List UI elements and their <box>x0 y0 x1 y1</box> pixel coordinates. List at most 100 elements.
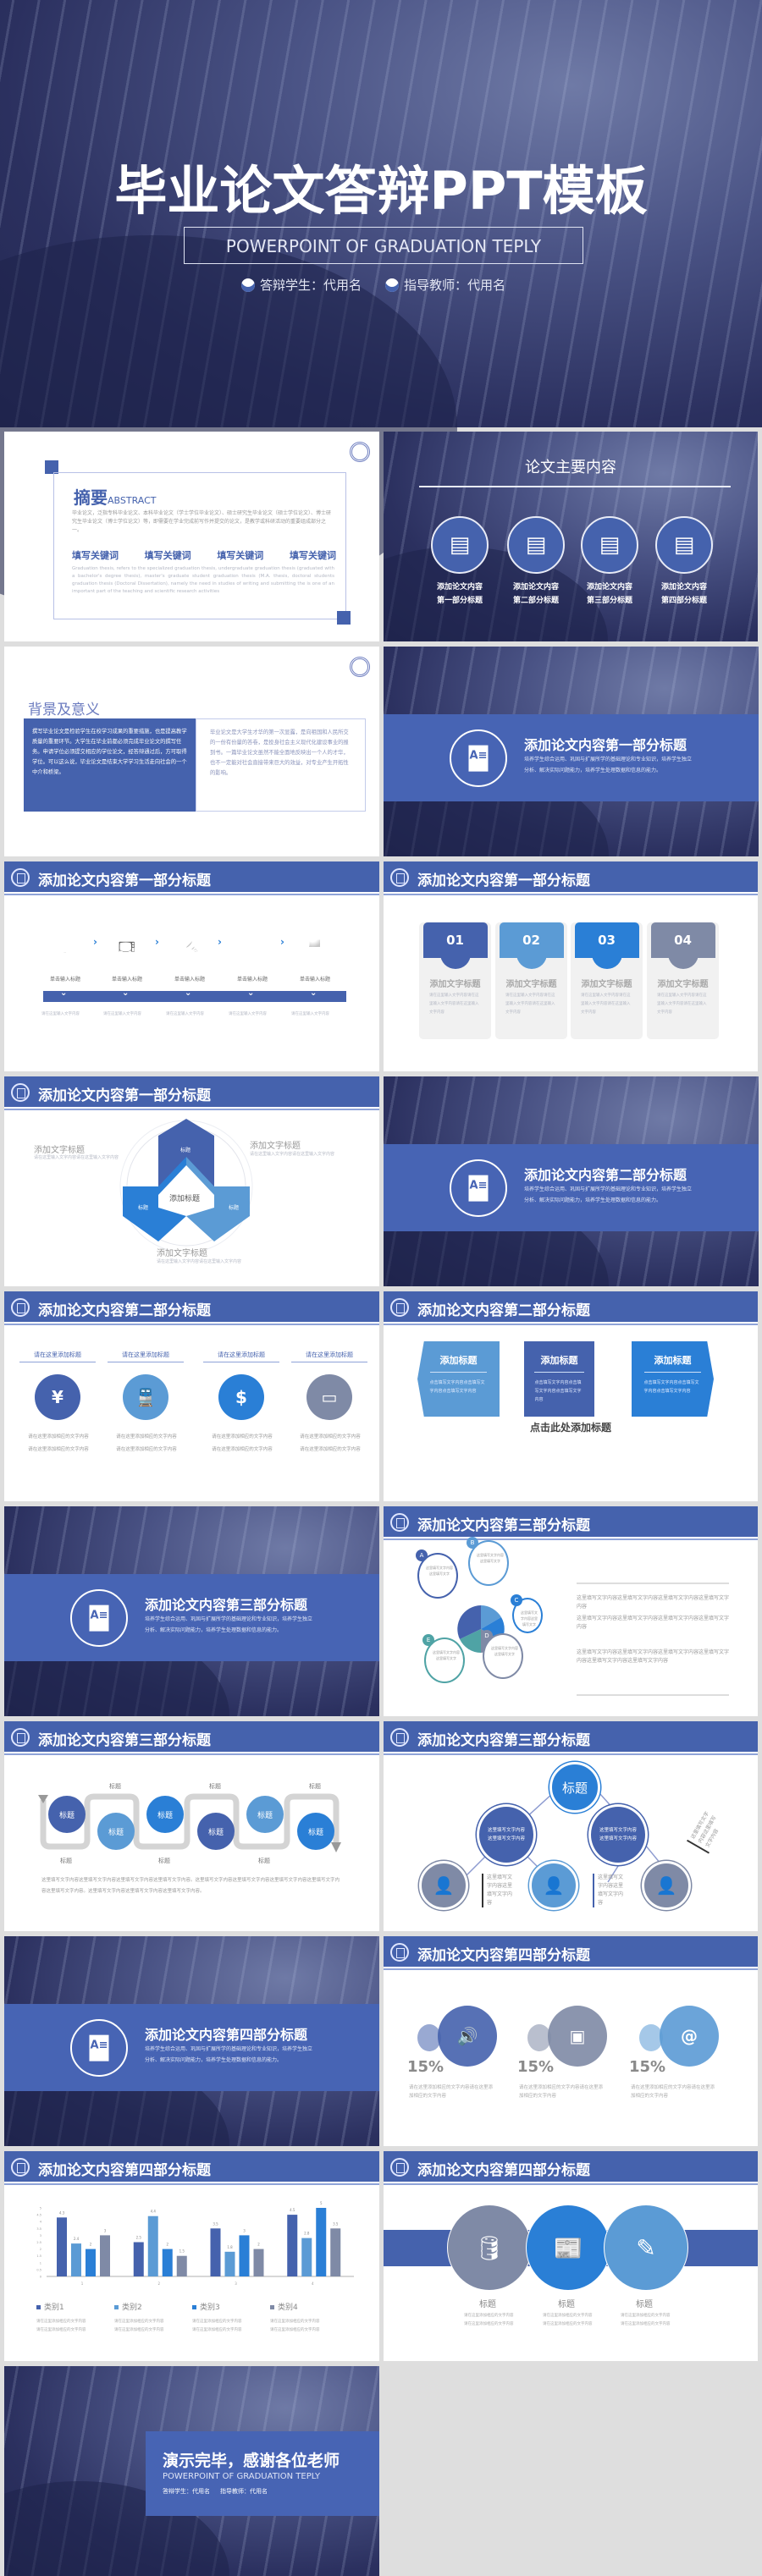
process-step-text: 请在这里输入文字内容 <box>103 1012 141 1016</box>
arrow-box-title: 添加标题 <box>654 1355 692 1366</box>
icon-item[interactable]: 请在这里添加标题 ¥ 请在这里添加相应的文字内容请在这里添加相应的文字内容 <box>19 1351 96 1469</box>
number-card[interactable]: 02 添加文字标题 请在这里输入文字内容请在这里输入文字内容请在这里输入文字内容 <box>495 922 567 1039</box>
bar <box>224 2251 235 2276</box>
slide-snake-timeline[interactable]: 添加论文内容第三部分标题 标题标题标题标题标题标题标题标题标题标题标题标题 这里… <box>4 1721 379 1931</box>
legend-text: 请在这里添加相应的文字内容请在这里添加相应的文字内容 <box>114 2320 164 2332</box>
doc-icon <box>390 2158 409 2177</box>
slide-hexagon[interactable]: 添加论文内容第一部分标题 添加标题 标题 标题 标题 添加文字标题 请在这里输入… <box>4 1076 379 1286</box>
radial-letter: A <box>416 1549 428 1561</box>
percent-item[interactable]: ▣ 15% 请在这里添加相应的文字内容请在这里添加相应的文字内容 <box>517 2006 625 2107</box>
snake-node[interactable]: 标题 <box>97 1813 135 1850</box>
slide-header: 添加论文内容第三部分标题 <box>4 1721 379 1753</box>
tree-side-text: 这里填写文字内容这里填写文字内容 <box>593 1874 627 1907</box>
slide-four-icons[interactable]: 添加论文内容第二部分标题 请在这里添加标题 ¥ 请在这里添加相应的文字内容请在这… <box>4 1291 379 1501</box>
process-step[interactable]: 📺 单击输入标题 ⌄ 请在这里输入文字内容 <box>95 922 159 1049</box>
circle-text: 请在这里添加相应的文字内容请在这里添加相应的文字内容 <box>621 2314 671 2326</box>
slide-header: 添加论文内容第四部分标题 <box>4 2151 379 2183</box>
slide-abstract[interactable]: 摘要ABSTRACT 毕业论文，泛指专科毕业论文、本科毕业论文（学士学位毕业论文… <box>4 432 379 641</box>
snake-node[interactable]: 标题 <box>48 1796 86 1833</box>
slide-tree[interactable]: 添加论文内容第三部分标题 标题 这里填写文字内容这里填写文字内容 这里填写文字内… <box>384 1721 758 1931</box>
hexagon-text: 请在这里输入文字内容请在这里输入文字内容 <box>157 1259 242 1264</box>
tree-top-label: 标题 <box>561 1780 588 1796</box>
contents-item[interactable]: ▤ 添加论文内容 第二部分标题 <box>502 516 570 609</box>
snake-node[interactable]: 标题 <box>297 1813 334 1850</box>
radial-bubble[interactable]: C 这里填写文字内容这里填写文字 <box>511 1594 543 1633</box>
snake-node[interactable]: 标题 <box>146 1796 184 1833</box>
slide-arrow-boxes[interactable]: 添加论文内容第二部分标题 添加标题 点击填写文字内容点击填写文字内容点击填写文字… <box>384 1291 758 1501</box>
contents-item[interactable]: ▤ 添加论文内容 第三部分标题 <box>576 516 643 609</box>
slide-section-1[interactable]: 添加论文内容第一部分标题 培养学生综合运用、巩固与扩展所学的基础理论和专业知识，… <box>384 647 759 856</box>
pencil-icon[interactable]: ✎ <box>604 2204 688 2291</box>
radial-letter: B <box>467 1537 478 1549</box>
document-icon: ▤ <box>431 516 489 574</box>
database-icon[interactable]: 🛢 <box>447 2204 532 2291</box>
arrow-box[interactable]: 添加标题 点击填写文字内容点击填写文字内容点击填写文字内容 <box>524 1341 594 1417</box>
keyword-list: 填写关键词填写关键词填写关键词填写关键词 <box>72 548 336 562</box>
process-step[interactable]: 🍃 单击输入标题 ⌄ 请在这里输入文字内容 <box>220 922 284 1049</box>
contents-item-line1: 添加论文内容 <box>586 583 632 592</box>
radial-bubble-text: 这里填写文字内容这里填写文字 <box>426 1566 453 1576</box>
tv-icon: 📺 <box>105 922 149 966</box>
slide-percent[interactable]: 添加论文内容第四部分标题 🔊 15% 请在这里添加相应的文字内容请在这里添加相应… <box>384 1936 758 2146</box>
process-step-text: 请在这里输入文字内容 <box>166 1012 204 1016</box>
snake-node[interactable]: 标题 <box>246 1796 284 1833</box>
tree-side-text: 这里填写文字内容这里填写文字内容 <box>482 1874 516 1907</box>
slide-radial[interactable]: 添加论文内容第三部分标题 A 这里填写文字内容这里填写文字 B 这里填写文字内容… <box>384 1506 758 1716</box>
radial-bubble[interactable]: D 这里填写文字内容这里填写文字 <box>481 1630 523 1679</box>
snake-label: 标题 <box>309 1783 321 1790</box>
divider <box>643 1372 702 1373</box>
radial-bubble[interactable]: E 这里填写文字内容这里填写文字 <box>422 1634 465 1683</box>
arrow-box[interactable]: 添加标题 点击填写文字内容点击填写文字内容点击填写文字内容 <box>632 1341 714 1417</box>
process-step[interactable]: 🔌 单击输入标题 ⌄ 请在这里输入文字内容 <box>157 922 222 1049</box>
contents-item-line2: 第二部分标题 <box>512 597 559 605</box>
abstract-body: 毕业论文，泛指专科毕业论文、本科毕业论文（学士学位毕业论文）、硕士研究生毕业论文… <box>72 510 332 533</box>
speaker-icon: 🔊 <box>438 2006 497 2067</box>
x-tick-label: 4 <box>312 2282 314 2286</box>
contents-item[interactable]: ▤ 添加论文内容 第四部分标题 <box>650 516 718 609</box>
contents-item[interactable]: ▤ 添加论文内容 第一部分标题 <box>426 516 494 609</box>
snake-node[interactable]: 标题 <box>197 1813 235 1850</box>
number-card[interactable]: 04 添加文字标题 请在这里输入文字内容请在这里输入文字内容请在这里输入文字内容 <box>647 922 719 1039</box>
slide-ending[interactable]: 演示完毕，感谢各位老师 POWERPOINT OF GRADUATION TEP… <box>4 2366 379 2576</box>
icon-item[interactable]: 请在这里添加标题 🚆 请在这里添加相应的文字内容请在这里添加相应的文字内容 <box>108 1351 184 1469</box>
chevron-down-icon: ⌄ <box>310 988 318 998</box>
percent-item[interactable]: 🔊 15% 请在这里添加相应的文字内容请在这里添加相应的文字内容 <box>407 2006 515 2107</box>
slide-number-cards[interactable]: 添加论文内容第一部分标题 01 添加文字标题 请在这里输入文字内容请在这里输入文… <box>384 861 758 1071</box>
ending-teacher: 指导教师：代用名 <box>220 2488 268 2495</box>
checklist-icon: ▤ <box>581 516 638 574</box>
slide-section-3[interactable]: 添加论文内容第三部分标题 培养学生综合运用、巩固与扩展所学的基础理论和专业知识，… <box>4 1506 379 1716</box>
percent-text: 请在这里添加相应的文字内容请在这里添加相应的文字内容 <box>631 2085 715 2099</box>
slide-three-circles[interactable]: 添加论文内容第四部分标题 🛢标题请在这里添加相应的文字内容请在这里添加相应的文字… <box>384 2151 758 2361</box>
newspaper-icon[interactable]: 📰 <box>526 2204 610 2291</box>
slide-background[interactable]: 背景及意义 撰写毕业论文是检验学生在校学习成果的重要措施，也是提高教学质量的重要… <box>4 647 379 856</box>
percent-text: 请在这里添加相应的文字内容请在这里添加相应的文字内容 <box>409 2085 494 2099</box>
slide-process[interactable]: 添加论文内容第一部分标题 💡 单击输入标题 ⌄ 请在这里输入文字内容› 📺 单击… <box>4 861 379 1071</box>
number-card[interactable]: 01 添加文字标题 请在这里输入文字内容请在这里输入文字内容请在这里输入文字内容 <box>419 922 491 1039</box>
radial-bubble[interactable]: B 这里填写文字内容这里填写文字 <box>467 1537 509 1586</box>
slide-contents[interactable]: 论文主要内容 ▤ 添加论文内容 第一部分标题 ▤ 添加论文内容 第二部分标题 ▤… <box>384 432 758 641</box>
radial-bubble[interactable]: A 这里填写文字内容这里填写文字 <box>416 1549 458 1599</box>
process-step[interactable]: 💡 单击输入标题 ⌄ 请在这里输入文字内容 <box>33 922 97 1049</box>
doc-icon <box>11 2158 30 2177</box>
bar <box>162 2248 173 2276</box>
bar <box>133 2242 144 2276</box>
snake-label: 标题 <box>60 1858 72 1864</box>
percent-item[interactable]: @ 15% 请在这里添加相应的文字内容请在这里添加相应的文字内容 <box>629 2006 737 2107</box>
circle-title: 标题 <box>636 2300 653 2309</box>
slide-section-4[interactable]: 添加论文内容第四部分标题 培养学生综合运用、巩固与扩展所学的基础理论和专业知识，… <box>4 1936 379 2146</box>
icon-item[interactable]: 请在这里添加标题 $ 请在这里添加相应的文字内容请在这里添加相应的文字内容 <box>203 1351 279 1469</box>
data-label: 2 <box>257 2243 260 2247</box>
slide-section-2[interactable]: 添加论文内容第二部分标题 培养学生综合运用、巩固与扩展所学的基础理论和专业知识，… <box>384 1076 759 1286</box>
number-card[interactable]: 03 添加文字标题 请在这里输入文字内容请在这里输入文字内容请在这里输入文字内容 <box>571 922 643 1039</box>
process-step[interactable]: 💻 单击输入标题 ⌄ 请在这里输入文字内容 <box>283 922 347 1049</box>
icon-item[interactable]: 请在这里添加标题 ▭ 请在这里添加相应的文字内容请在这里添加相应的文字内容 <box>291 1351 367 1469</box>
card-number: 04 <box>674 933 692 948</box>
slide-header: 添加论文内容第一部分标题 <box>4 861 379 894</box>
snake-node-label: 标题 <box>207 1828 224 1837</box>
at-sign-icon: @ <box>660 2006 719 2067</box>
arrow-box[interactable]: 添加标题 点击填写文字内容点击填写文字内容点击填写文字内容 <box>417 1341 500 1417</box>
arrow-boxes-footer[interactable]: 点击此处添加标题 <box>529 1422 611 1434</box>
data-label: 2.4 <box>74 2237 80 2241</box>
legend-item: 类别2 请在这里添加相应的文字内容请在这里添加相应的文字内容 <box>114 2297 182 2335</box>
